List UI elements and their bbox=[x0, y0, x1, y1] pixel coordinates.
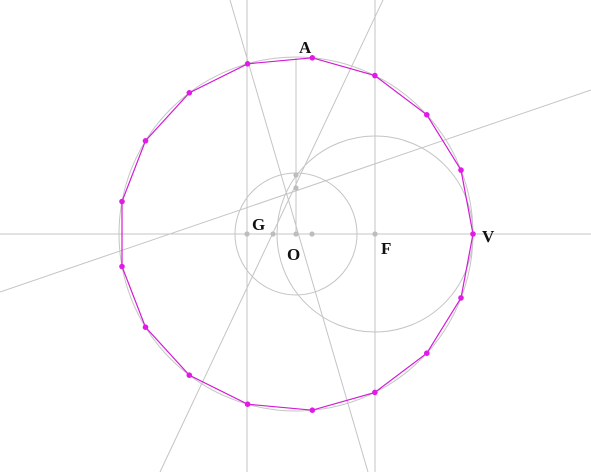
steep-line-left bbox=[229, 0, 369, 472]
label-v: V bbox=[482, 227, 495, 246]
polygon-vertex-1 bbox=[458, 167, 464, 173]
polygon-vertex-14 bbox=[372, 389, 378, 396]
point-g bbox=[244, 231, 250, 237]
shallow-line bbox=[0, 89, 591, 293]
polygon-vertex-8 bbox=[119, 198, 125, 205]
polygon-vertex-13 bbox=[309, 407, 316, 414]
polygon-vertex-4 bbox=[309, 55, 316, 61]
polygon-vertices bbox=[119, 55, 476, 414]
point-upper-on-axis-a bbox=[293, 172, 299, 178]
point-left-on-axis bbox=[270, 231, 276, 237]
point-right-on-axis bbox=[309, 231, 315, 237]
point-intersection bbox=[293, 185, 299, 191]
polygon-vertex-10 bbox=[142, 324, 149, 331]
polygon-vertex-5 bbox=[244, 61, 251, 67]
construction-points bbox=[244, 172, 378, 237]
polygon-vertex-9 bbox=[119, 263, 125, 270]
label-a: A bbox=[299, 38, 312, 57]
polygon-vertex-6 bbox=[186, 90, 193, 96]
heptadecagon bbox=[121, 57, 474, 411]
polygon-vertex-0 bbox=[470, 231, 476, 237]
label-g: G bbox=[252, 215, 265, 234]
point-f bbox=[372, 231, 378, 237]
polygon-vertex-12 bbox=[244, 401, 251, 408]
polygon-vertex-16 bbox=[458, 295, 464, 301]
polygon-vertex-3 bbox=[372, 72, 378, 79]
point-labels: A G O F V bbox=[252, 38, 495, 264]
polygon-vertex-2 bbox=[424, 112, 430, 118]
label-f: F bbox=[381, 239, 391, 258]
polygon-vertex-7 bbox=[142, 138, 149, 144]
point-o bbox=[293, 231, 299, 237]
polygon-vertex-15 bbox=[424, 350, 430, 357]
label-o: O bbox=[287, 245, 300, 264]
polygon-vertex-11 bbox=[186, 372, 193, 379]
